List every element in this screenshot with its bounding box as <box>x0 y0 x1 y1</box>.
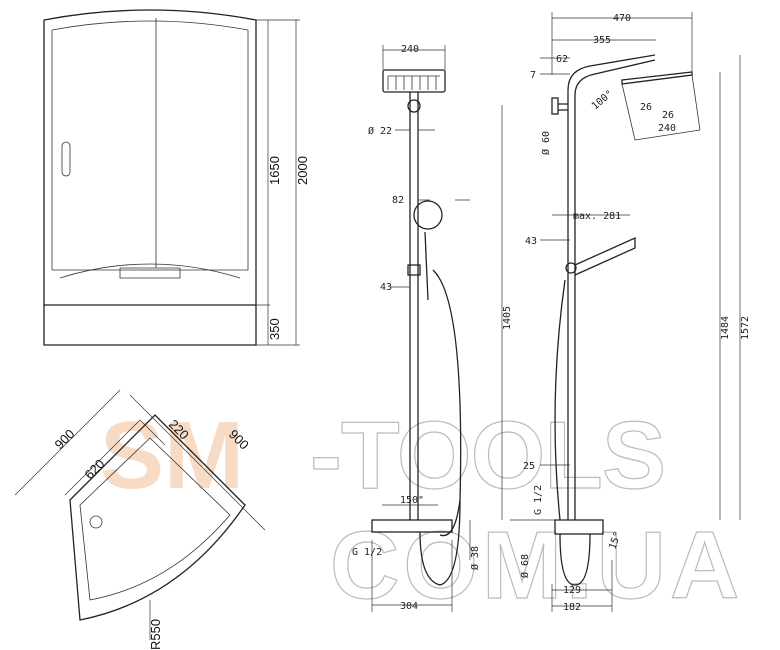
dim-182: 182 <box>563 602 581 613</box>
shower-front-view: 240 Ø 22 82 43 150" G 1/2 Ø 38 304 1405 <box>352 44 513 612</box>
dim-68: Ø 68 <box>519 554 531 578</box>
dim-82: 82 <box>392 195 404 206</box>
dim-2000: 2000 <box>295 156 310 185</box>
dim-38: Ø 38 <box>469 546 481 570</box>
dim-355: 355 <box>593 35 611 46</box>
dim-43-front: 43 <box>380 282 392 293</box>
dim-100deg: 100° <box>590 88 616 112</box>
dim-g12-side: G 1/2 <box>533 485 544 515</box>
dim-max-281: max. 281 <box>573 211 621 222</box>
dim-304: 304 <box>400 601 418 612</box>
dim-r550: R550 <box>148 619 163 650</box>
dim-470: 470 <box>613 13 631 24</box>
dim-1650: 1650 <box>267 156 282 185</box>
dim-26-b: 26 <box>662 110 674 121</box>
watermark-line1: -TOOLS <box>310 402 670 509</box>
dim-900-a: 900 <box>52 426 78 452</box>
dim-1484: 1484 <box>720 316 731 340</box>
dim-240-front: 240 <box>401 44 419 55</box>
dim-62: 62 <box>556 54 568 65</box>
dim-g12-front: G 1/2 <box>352 547 382 558</box>
dim-25: 25 <box>523 461 535 472</box>
dim-129: 129 <box>563 585 581 596</box>
dim-350: 350 <box>267 318 282 340</box>
dim-60: Ø 60 <box>540 131 552 155</box>
dim-7: 7 <box>530 70 536 81</box>
dim-pipe-22: Ø 22 <box>368 125 392 137</box>
dim-1572: 1572 <box>740 316 751 340</box>
shower-cabin-elevation: 1650 2000 350 <box>43 9 310 346</box>
watermark-line2: COM.UA <box>330 512 743 619</box>
dim-26-a: 26 <box>640 102 652 113</box>
watermark: SM -TOOLS COM.UA <box>100 401 743 619</box>
watermark-orange: SM <box>100 402 244 509</box>
dim-150: 150" <box>400 495 424 506</box>
dim-1405: 1405 <box>502 306 513 330</box>
dim-43-side: 43 <box>525 236 537 247</box>
dim-240-side: 240 <box>658 123 676 134</box>
